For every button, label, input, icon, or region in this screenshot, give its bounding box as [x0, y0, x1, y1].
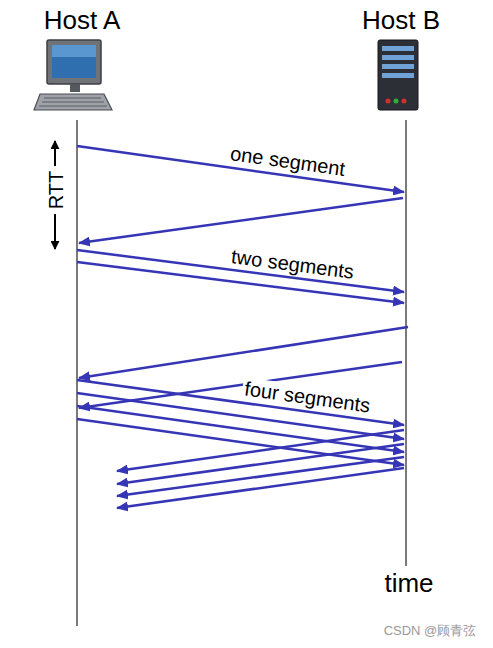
host-name: Host B	[362, 6, 440, 35]
host-name: Host A	[44, 6, 121, 35]
segment-label: one segment	[227, 142, 349, 180]
time-label: time	[384, 569, 433, 598]
rtt-label: RTT	[45, 169, 67, 212]
host-b-timeline	[405, 120, 407, 566]
segment-arrows	[77, 146, 408, 508]
server-icon	[378, 40, 418, 110]
rtt-arrow	[54, 214, 56, 249]
computer-icon	[34, 40, 112, 110]
host-a-timeline	[76, 120, 78, 626]
segment-label: two segments	[228, 245, 357, 283]
watermark: CSDN @顾青弦	[384, 624, 477, 638]
rtt-arrow	[54, 141, 56, 166]
segment-label: four segments	[241, 377, 374, 417]
